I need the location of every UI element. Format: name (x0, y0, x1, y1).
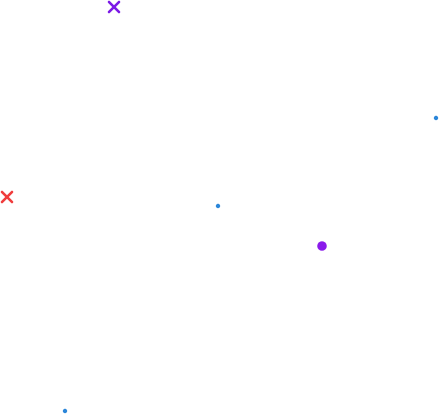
mark-blue-dot-3-icon (62, 408, 68, 414)
mark-blue-dot-1-icon (433, 115, 439, 121)
mark-purple-cross-icon (107, 0, 121, 14)
mark-blue-dot-2-icon (215, 203, 221, 209)
mark-purple-dot-icon (317, 241, 327, 251)
mark-red-cross-stroke (0, 190, 14, 204)
mark-red-cross-icon (0, 190, 14, 204)
mark-purple-cross-stroke (107, 0, 121, 14)
